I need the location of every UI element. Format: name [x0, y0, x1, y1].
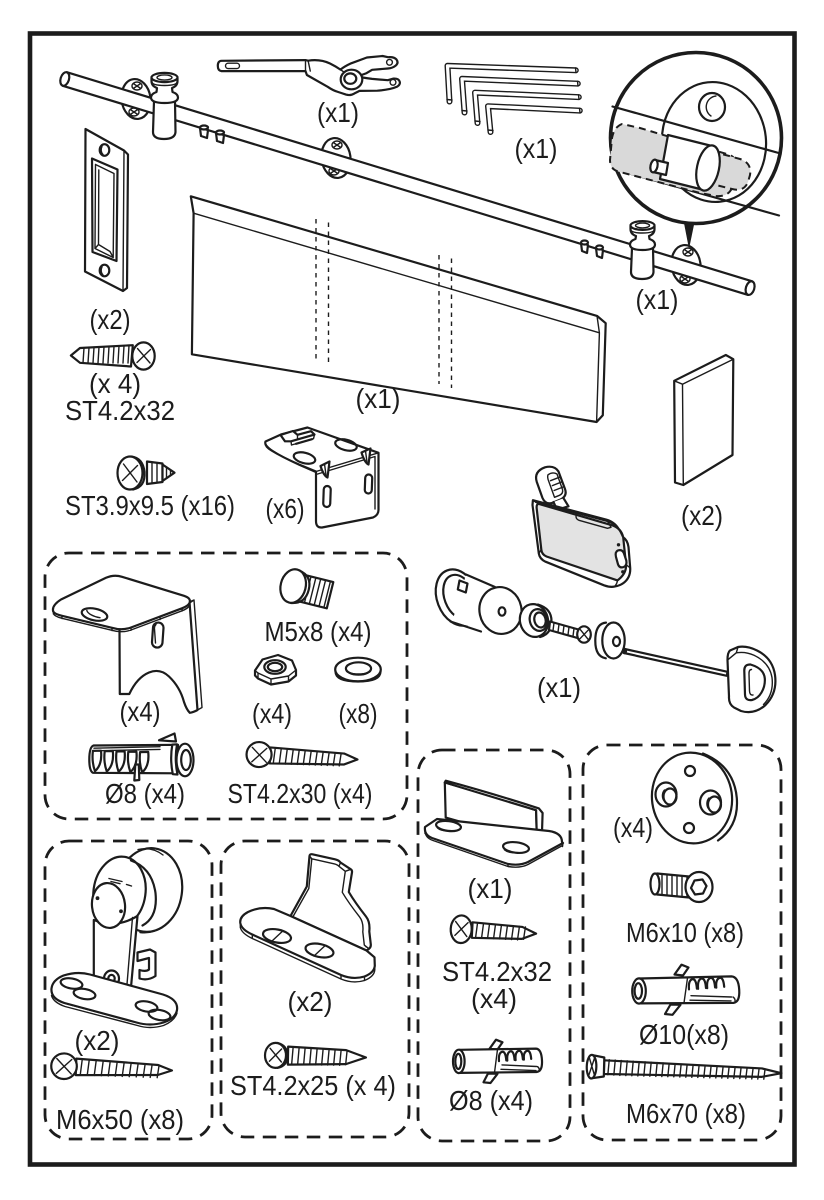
svg-text:(x4): (x4): [613, 812, 653, 843]
svg-text:(x2): (x2): [288, 986, 333, 1017]
svg-text:M5x8 (x4): M5x8 (x4): [265, 616, 372, 647]
svg-text:(x2): (x2): [90, 304, 131, 335]
svg-text:ST4.2x30 (x4): ST4.2x30 (x4): [228, 778, 373, 809]
svg-text:ST3.9x9.5 (x16): ST3.9x9.5 (x16): [65, 490, 235, 521]
svg-text:(x 4): (x 4): [89, 368, 141, 399]
svg-text:Ø8 (x4): Ø8 (x4): [449, 1085, 533, 1116]
svg-text:ST4.2x32: ST4.2x32: [65, 395, 175, 426]
svg-text:(x1): (x1): [515, 133, 558, 164]
svg-text:(x1): (x1): [317, 97, 359, 128]
svg-text:M6x70 (x8): M6x70 (x8): [626, 1098, 746, 1129]
svg-text:(x1): (x1): [636, 284, 679, 315]
svg-text:M6x10 (x8): M6x10 (x8): [626, 917, 744, 948]
svg-text:ST4.2x32: ST4.2x32: [442, 956, 552, 987]
svg-text:M6x50 (x8): M6x50 (x8): [56, 1104, 184, 1135]
svg-text:ST4.2x25 (x 4): ST4.2x25 (x 4): [230, 1070, 396, 1101]
svg-text:(x6): (x6): [266, 493, 305, 524]
svg-text:(x2): (x2): [681, 500, 723, 531]
svg-text:(x1): (x1): [468, 873, 513, 904]
svg-text:Ø10(x8): Ø10(x8): [639, 1019, 729, 1050]
svg-text:(x4): (x4): [252, 698, 292, 729]
svg-text:Ø8 (x4): Ø8 (x4): [105, 778, 185, 809]
svg-text:(x4): (x4): [120, 696, 161, 727]
svg-text:(x1): (x1): [537, 672, 581, 703]
svg-text:(x8): (x8): [339, 698, 378, 729]
svg-text:(x4): (x4): [471, 983, 517, 1014]
svg-text:(x2): (x2): [75, 1025, 120, 1056]
